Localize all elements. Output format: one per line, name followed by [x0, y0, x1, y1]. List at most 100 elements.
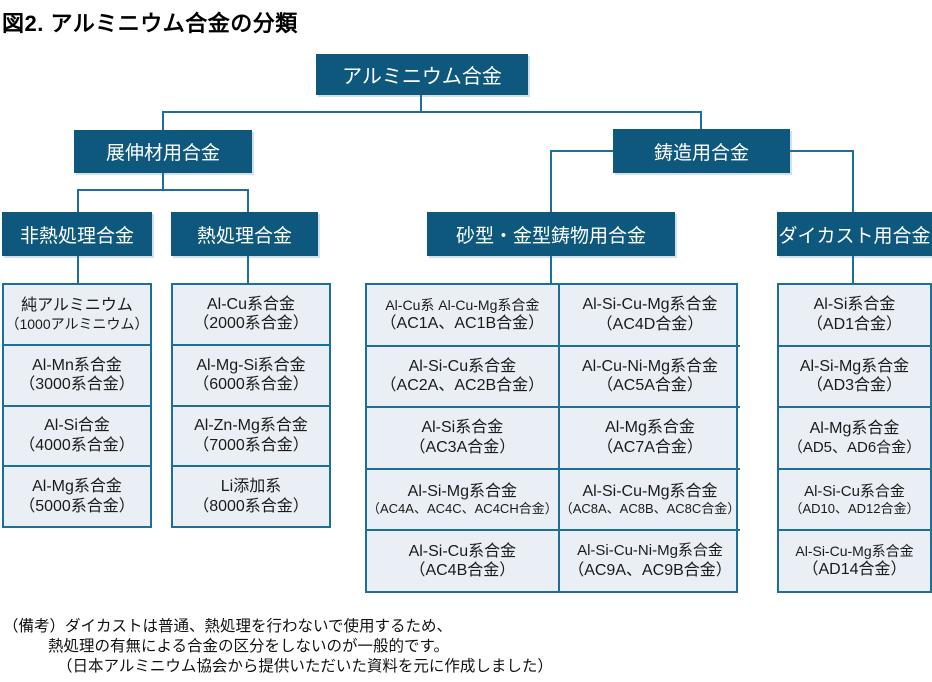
node-non-heat-treatable: 非熱処理合金	[2, 212, 152, 256]
footnotes: （備考）ダイカストは普通、熱処理を行わないで使用するため、 熱処理の有無による合…	[3, 617, 553, 677]
alloy-code: （6000系合金）	[193, 376, 309, 394]
connector-heat-drop	[247, 189, 249, 212]
alloy-name: Al-Mg-Si系合金	[196, 356, 306, 374]
alloy-name: Al-Si系合金	[421, 419, 504, 437]
alloy-code: （1000アルミニウム）	[5, 315, 149, 332]
figure-title: 図2. アルミニウム合金の分類	[2, 11, 298, 36]
alloy-code: （2000系合金）	[193, 315, 309, 333]
alloy-name: Al-Si系合金	[813, 296, 896, 314]
alloy-cell: Al-Mg系合金 （5000系合金）	[4, 465, 150, 526]
alloy-cell: Li添加系 （8000系合金）	[173, 465, 329, 526]
alloy-name: Al-Mg系合金	[32, 478, 122, 496]
node-die-casting: ダイカスト用合金	[777, 212, 932, 256]
alloy-code: （AC4D合金）	[596, 315, 704, 333]
alloy-cell: Al-Cu系 Al-Cu-Mg系合金 （AC1A、AC1B合金）	[367, 285, 558, 345]
alloy-cell: Al-Si-Cu-Mg系合金 （AC8A、AC8B、AC8C合金）	[559, 467, 741, 530]
connector-wrought-horizontal	[77, 189, 249, 191]
node-casting-alloy: 鋳造用合金	[613, 129, 790, 173]
alloy-cell: 純アルミニウム （1000アルミニウム）	[4, 285, 150, 344]
alloy-code: （7000系合金）	[193, 436, 309, 454]
alloy-code: （AD10、AD12合金）	[789, 500, 920, 516]
connector-heat-table	[247, 256, 249, 283]
alloy-name: Al-Cu系 Al-Cu-Mg系合金	[385, 296, 540, 313]
alloy-code: （AC3A合金）	[409, 438, 516, 456]
node-wrought-alloy: 展伸材用合金	[74, 130, 252, 173]
alloy-name: Al-Mg系合金	[605, 419, 695, 437]
alloy-name: Al-Cu系合金	[206, 295, 295, 313]
alloy-code: （AD14合金）	[802, 560, 907, 578]
node-mold-casting: 砂型・金型鋳物用合金	[427, 212, 675, 256]
connector-wrought-stem	[162, 173, 164, 191]
alloy-name: Al-Si-Mg系合金	[407, 482, 518, 500]
mold-casting-right-column: Al-Si-Cu-Mg系合金 （AC4D合金） Al-Cu-Ni-Mg系合金 （…	[557, 285, 741, 591]
alloy-cell: Al-Mn系合金 （3000系合金）	[4, 343, 150, 405]
alloy-name: Al-Si合金	[44, 417, 110, 435]
alloy-code: （AC2A、AC2B合金）	[380, 377, 545, 395]
alloy-cell: Al-Si-Mg系合金 （AD3合金）	[779, 344, 930, 407]
alloy-name: Al-Si-Cu-Mg系合金	[582, 296, 718, 314]
connector-root-drop	[420, 95, 422, 113]
alloy-cell: Al-Si系合金 （AD1合金）	[779, 285, 930, 345]
alloy-name: Al-Si-Cu-Mg系合金	[582, 482, 718, 500]
alloy-name: Al-Si-Cu系合金	[408, 357, 517, 375]
node-aluminum-alloy: アルミニウム合金	[316, 54, 528, 95]
alloy-code: （AD1合金）	[806, 315, 903, 333]
footnote-line: （日本アルミニウム協会から提供いただいた資料を元に作成しました）	[57, 658, 553, 675]
alloy-cell: Al-Mg系合金 （AD5、AD6合金）	[779, 406, 930, 468]
mold-casting-table: Al-Cu系 Al-Cu-Mg系合金 （AC1A、AC1B合金） Al-Si-C…	[365, 283, 741, 593]
heat-treatable-table: Al-Cu系合金 （2000系合金） Al-Mg-Si系合金 （6000系合金）…	[171, 283, 331, 528]
alloy-code: （AC4B合金）	[409, 562, 516, 580]
connector-diecast-drop	[852, 150, 854, 212]
alloy-cell: Al-Zn-Mg系合金 （7000系合金）	[173, 404, 329, 466]
mold-casting-left-column: Al-Cu系 Al-Cu-Mg系合金 （AC1A、AC1B合金） Al-Si-C…	[367, 285, 558, 591]
alloy-code: （8000系合金）	[193, 497, 309, 515]
alloy-cell: Al-Si系合金 （AC3A合金）	[367, 406, 558, 468]
alloy-name: Al-Si-Cu系合金	[408, 542, 517, 560]
alloy-name: Al-Mn系合金	[32, 356, 122, 374]
alloy-cell: Al-Si-Cu系合金 （AC2A、AC2B合金）	[367, 344, 558, 407]
connector-diecast-table	[852, 256, 854, 283]
alloy-code: （AC7A合金）	[597, 438, 703, 456]
alloy-code: （AC8A、AC8B、AC8C合金）	[559, 501, 741, 517]
connector-casting-right-horizontal	[790, 150, 854, 152]
alloy-cell: Al-Si合金 （4000系合金）	[4, 404, 150, 466]
connector-wrought-drop	[162, 111, 164, 130]
alloy-name: Al-Zn-Mg系合金	[194, 417, 308, 435]
alloy-name: Al-Si-Cu-Ni-Mg系合金	[577, 542, 723, 560]
alloy-name: Al-Si-Cu系合金	[804, 482, 905, 500]
alloy-cell: Al-Si-Cu-Ni-Mg系合金 （AC9A、AC9B合金）	[559, 529, 741, 591]
alloy-cell: Al-Mg系合金 （AC7A合金）	[559, 406, 741, 468]
alloy-name: Al-Si-Cu-Mg系合金	[795, 542, 914, 559]
alloy-code: （AD5、AD6合金）	[787, 438, 922, 456]
alloy-name: Al-Mg系合金	[809, 420, 900, 438]
alloy-code: （3000系合金）	[19, 376, 135, 394]
connector-level1-horizontal	[162, 111, 702, 113]
connector-mold-table	[550, 256, 552, 283]
alloy-code: （AC1A、AC1B合金）	[380, 314, 545, 332]
alloy-name: Al-Si-Mg系合金	[799, 357, 910, 375]
alloy-cell: Al-Si-Cu系合金 （AD10、AD12合金）	[779, 467, 930, 530]
alloy-code: （AC4A、AC4C、AC4CH合金）	[367, 501, 558, 517]
alloy-cell: Al-Si-Cu-Mg系合金 （AC4D合金）	[560, 285, 741, 345]
connector-mold-drop	[550, 150, 552, 212]
alloy-name: Li添加系	[220, 478, 282, 496]
alloy-cell: Al-Cu-Ni-Mg系合金 （AC5A合金）	[559, 344, 741, 407]
footnote-line: （備考）ダイカストは普通、熱処理を行わないで使用するため、	[3, 618, 453, 635]
alloy-cell: Al-Si-Cu-Mg系合金 （AD14合金）	[779, 529, 930, 591]
alloy-cell: Al-Si-Mg系合金 （AC4A、AC4C、AC4CH合金）	[367, 467, 558, 530]
alloy-cell: Al-Cu系合金 （2000系合金）	[173, 285, 329, 344]
alloy-name: Al-Cu-Ni-Mg系合金	[582, 357, 719, 375]
connector-casting-drop	[700, 111, 702, 129]
connector-nonheat-table	[77, 256, 79, 283]
node-heat-treatable: 熱処理合金	[171, 212, 318, 256]
alloy-code: （4000系合金）	[19, 436, 135, 454]
connector-nonheat-drop	[77, 189, 79, 212]
alloy-cell: Al-Mg-Si系合金 （6000系合金）	[173, 343, 329, 405]
alloy-cell: Al-Si-Cu系合金 （AC4B合金）	[367, 529, 558, 591]
non-heat-treatable-table: 純アルミニウム （1000アルミニウム） Al-Mn系合金 （3000系合金） …	[2, 283, 152, 528]
alloy-name: 純アルミニウム	[21, 297, 133, 315]
die-casting-table: Al-Si系合金 （AD1合金） Al-Si-Mg系合金 （AD3合金） Al-…	[777, 283, 932, 593]
alloy-code: （5000系合金）	[19, 497, 135, 515]
alloy-code: （AC9A、AC9B合金）	[568, 561, 732, 579]
